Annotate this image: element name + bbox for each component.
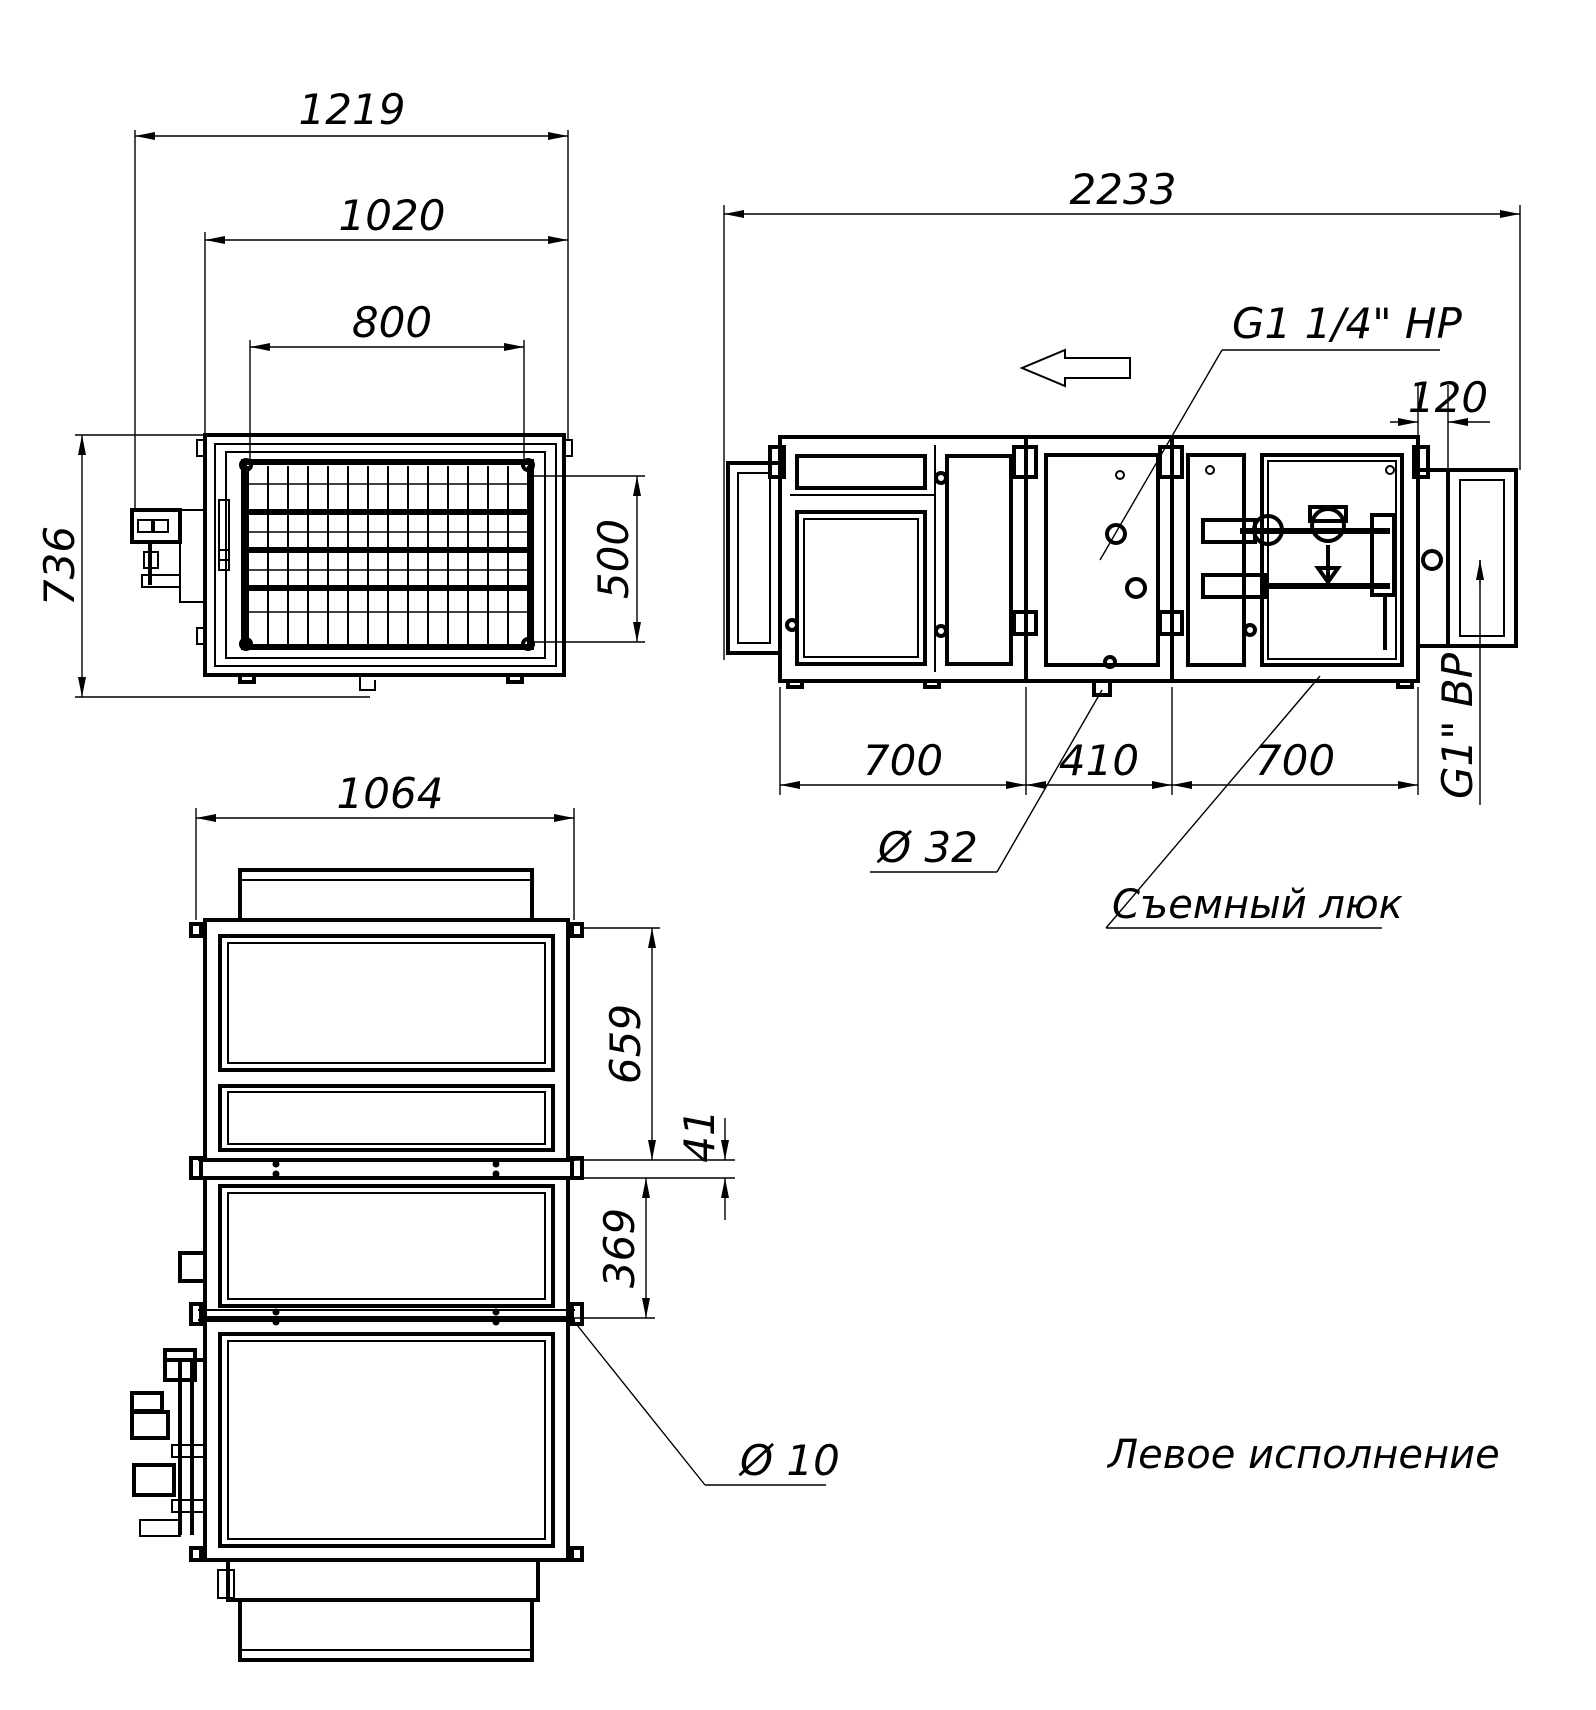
dim-800: 800 bbox=[352, 298, 432, 347]
top-mixing-unit bbox=[130, 1348, 205, 1537]
execution-label: Левое исполнение bbox=[1106, 1432, 1500, 1478]
dim-120: 120 bbox=[1408, 373, 1488, 422]
side-view-dimensions: 2233 G1 1/4" НР 120 700 410 700 G1" ВР Ø… bbox=[723, 165, 1521, 929]
supply-connection-label: G1 1/4" НР bbox=[1232, 299, 1462, 348]
drain-diameter-label: Ø 32 bbox=[876, 823, 978, 872]
dim-2233: 2233 bbox=[1070, 165, 1177, 214]
dim-736: 736 bbox=[35, 526, 84, 606]
top-view bbox=[130, 868, 584, 1662]
dim-41: 41 bbox=[675, 1109, 724, 1162]
coil-grid bbox=[247, 466, 529, 644]
airflow-arrow bbox=[1019, 348, 1131, 388]
dim-500: 500 bbox=[589, 519, 638, 599]
dim-1020: 1020 bbox=[339, 191, 446, 240]
front-view-dimensions: 1219 1020 800 736 500 bbox=[35, 85, 645, 698]
top-view-dimensions: 1064 659 41 369 Ø 10 bbox=[195, 769, 840, 1486]
hole-diameter-label: Ø 10 bbox=[738, 1436, 840, 1485]
side-view bbox=[726, 435, 1518, 697]
front-mixing-unit bbox=[130, 508, 206, 603]
side-mixing-unit bbox=[1201, 505, 1396, 650]
dim-410: 410 bbox=[1059, 736, 1139, 785]
dim-700-right: 700 bbox=[1255, 736, 1335, 785]
removable-hatch-label: Съемный люк bbox=[1112, 882, 1403, 928]
dim-700-left: 700 bbox=[863, 736, 943, 785]
return-connection-label: G1" ВР bbox=[1433, 652, 1482, 799]
front-view bbox=[130, 433, 573, 691]
dim-369: 369 bbox=[595, 1208, 644, 1288]
dim-659: 659 bbox=[601, 1004, 650, 1084]
dim-1064: 1064 bbox=[337, 769, 444, 818]
dim-1219: 1219 bbox=[299, 85, 406, 134]
